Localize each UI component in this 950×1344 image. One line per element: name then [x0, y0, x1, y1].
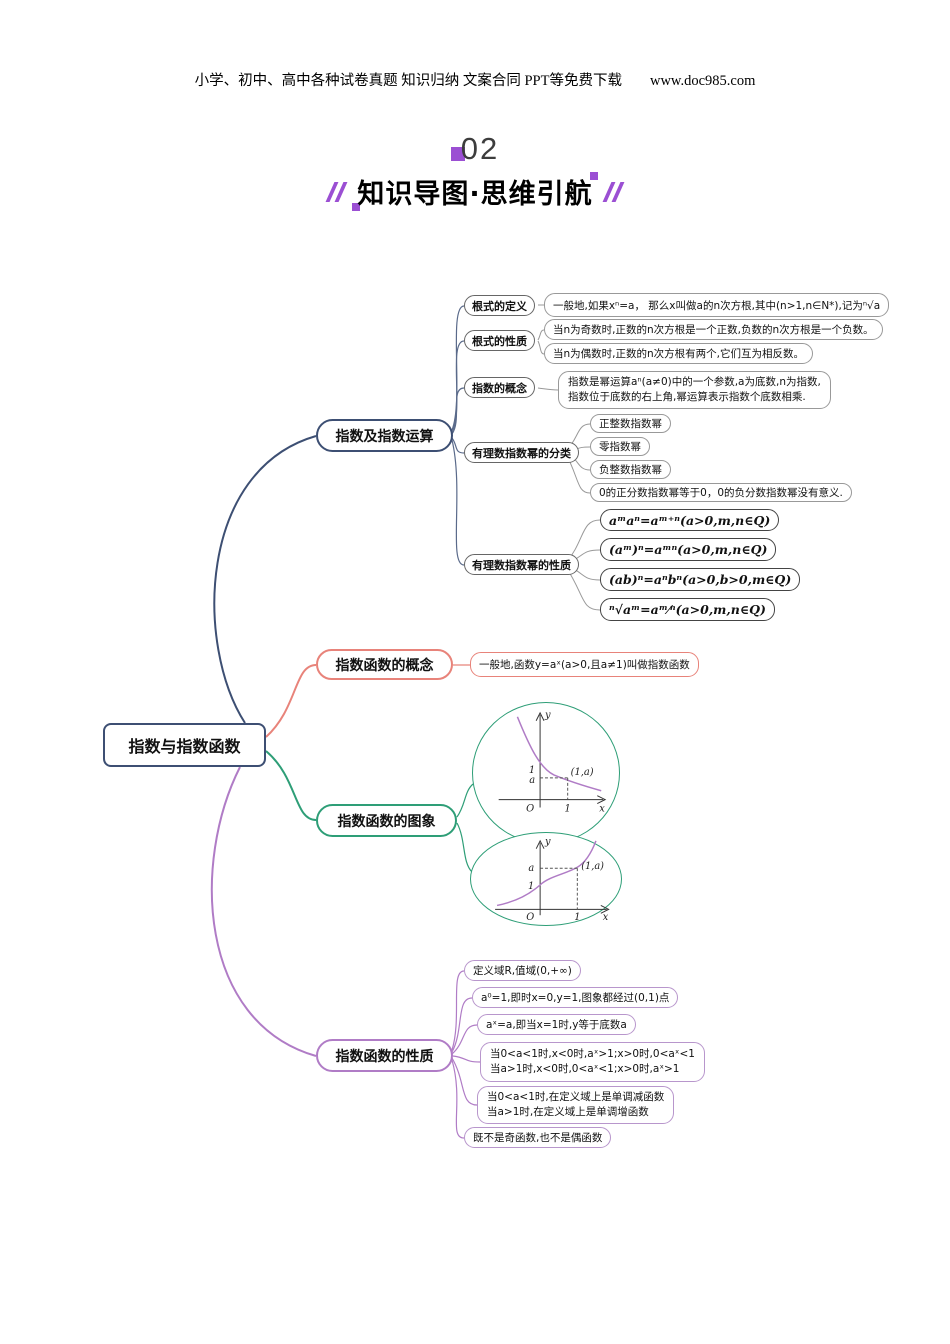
- graph2-x-axis-label: x: [603, 912, 609, 923]
- leaf-passes-through-point-01: a⁰=1,即时x=0,y=1,图象都经过(0,1)点: [472, 987, 679, 1008]
- branch-exponential-function-graph: 指数函数的图象: [316, 804, 457, 837]
- leaf-radical-property-odd: 当n为奇数时,正数的n次方根是一个正数,负数的n次方根是一个负数。: [544, 319, 883, 340]
- leaf-value-at-x1: aˣ=a,即当x=1时,y等于底数a: [477, 1014, 636, 1035]
- formula-product-power-rule: (ab)ⁿ=aⁿbⁿ(a>0,b>0,m∈Q): [600, 568, 801, 591]
- branch-exponent-and-operations: 指数及指数运算: [316, 419, 453, 452]
- subnode-exponent-concept: 指数的概念: [464, 377, 535, 398]
- section-title: 知识导图·思维引航: [357, 179, 593, 210]
- leaf-domain-range: 定义域R,值域(0,+∞): [464, 960, 581, 981]
- leaf-radical-property-even: 当n为偶数时,正数的n次方根有两个,它们互为相反数。: [544, 343, 813, 364]
- graph1-a-label: a: [529, 775, 535, 786]
- accent-square-icon: [450, 147, 465, 161]
- subnode-radical-properties: 根式的性质: [464, 330, 535, 351]
- section-title-row: 知识导图·思维引航: [0, 172, 950, 211]
- leaf-exponent-concept-line2: 指数位于底数的右上角,幂运算表示指数个底数相乘.: [568, 391, 806, 403]
- leaf-radical-definition: 一般地,如果xⁿ=a， 那么x叫做a的n次方根,其中(n>1,n∈N*),记为ⁿ…: [544, 293, 890, 317]
- formula-power-of-power-rule: (aᵐ)ⁿ=aᵐⁿ(a>0,m,n∈Q): [600, 538, 777, 561]
- graph1-one-y-label: 1: [529, 765, 535, 776]
- graph2-y-axis-label: y: [544, 837, 551, 848]
- leaf-exponent-concept: 指数是幂运算aⁿ(a≠0)中的一个参数,a为底数,n为指数, 指数位于底数的右上…: [558, 371, 831, 409]
- root-node-exponents: 指数与指数函数: [103, 723, 266, 767]
- leaf-parity: 既不是奇函数,也不是偶函数: [464, 1127, 612, 1148]
- exponential-graph-a-gt-1: y a 1 (1,a) O 1 x: [495, 837, 610, 923]
- section-number: 02: [460, 131, 500, 166]
- leaf-value-comparison: 当0<a<1时,x<0时,aˣ>1;x>0时,0<aˣ<1 当a>1时,x<0时…: [480, 1042, 705, 1082]
- formula-product-rule: aᵐaⁿ=aᵐ⁺ⁿ(a>0,m,n∈Q): [600, 509, 780, 531]
- leaf-value-comparison-line1: 当0<a<1时,x<0时,aˣ>1;x>0时,0<aˣ<1: [490, 1048, 695, 1060]
- graph2-one-y-label: 1: [528, 881, 534, 892]
- subnode-rational-power-properties: 有理数指数幂的性质: [464, 554, 579, 575]
- formula-radical-power-rule: ⁿ√aᵐ=aᵐ⁄ⁿ(a>0,m,n∈Q): [600, 598, 775, 621]
- section-number-row: 02: [0, 133, 950, 164]
- branch-exponential-function-properties: 指数函数的性质: [316, 1039, 453, 1072]
- graph1-one-x-label: 1: [565, 803, 571, 814]
- leaf-positive-integer-power: 正整数指数幂: [590, 414, 671, 433]
- graph2-a-label: a: [528, 863, 534, 874]
- subnode-radical-definition: 根式的定义: [464, 295, 535, 316]
- leaf-zero-power: 零指数幂: [590, 437, 650, 456]
- doc-header: 小学、初中、高中各种试卷真题 知识归纳 文案合同 PPT等免费下载 www.doc…: [0, 69, 950, 90]
- graph1-y-axis-label: y: [544, 710, 551, 721]
- graph1-origin-label: O: [526, 803, 534, 814]
- graph2-one-x-label: 1: [574, 912, 580, 923]
- header-text: 小学、初中、高中各种试卷真题 知识归纳 文案合同 PPT等免费下载: [194, 73, 622, 89]
- exponential-graph-0-lt-a-lt-1: y 1 a (1,a) O 1 x: [498, 710, 607, 814]
- leaf-fractional-power-note: 0的正分数指数幂等于0，0的负分数指数幂没有意义.: [590, 483, 852, 502]
- graph1-point-label: (1,a): [571, 767, 594, 778]
- graph1-x-axis-label: x: [599, 803, 605, 814]
- accent-square-icon-right: [589, 172, 598, 180]
- exp-curve-decreasing: [516, 716, 602, 792]
- leaf-monotonicity-line2: 当a>1时,在定义域上是单调增函数: [487, 1106, 649, 1118]
- header-site-url: www.doc985.com: [649, 73, 756, 89]
- leaf-value-comparison-line2: 当a>1时,x<0时,0<aˣ<1;x>0时,aˣ>1: [490, 1063, 680, 1075]
- graph-ellipse-decreasing: y 1 a (1,a) O 1 x: [472, 702, 620, 844]
- leaf-exponent-concept-line1: 指数是幂运算aⁿ(a≠0)中的一个参数,a为底数,n为指数,: [568, 376, 821, 388]
- leaf-monotonicity: 当0<a<1时,在定义域上是单调减函数 当a>1时,在定义域上是单调增函数: [477, 1086, 675, 1124]
- subnode-rational-power-classification: 有理数指数幂的分类: [464, 442, 579, 463]
- leaf-exponential-function-definition: 一般地,函数y=aˣ(a>0,且a≠1)叫做指数函数: [470, 652, 699, 677]
- accent-square-icon-left: [352, 203, 361, 211]
- graph2-origin-label: O: [526, 912, 534, 923]
- branch-exponential-function-concept: 指数函数的概念: [316, 649, 453, 680]
- graph2-point-label: (1,a): [581, 861, 604, 872]
- leaf-negative-integer-power: 负整数指数幂: [590, 460, 671, 479]
- graph-ellipse-increasing: y a 1 (1,a) O 1 x: [470, 832, 622, 926]
- leaf-monotonicity-line1: 当0<a<1时,在定义域上是单调减函数: [487, 1091, 665, 1103]
- exp-curve-increasing: [496, 840, 597, 907]
